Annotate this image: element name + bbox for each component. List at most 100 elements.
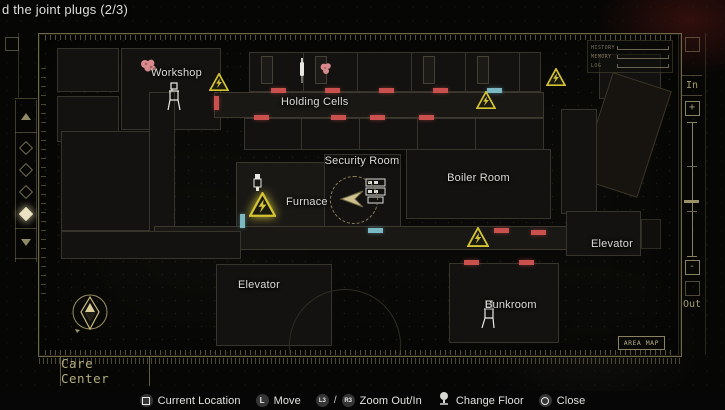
l3-button-icon: L3 bbox=[315, 394, 329, 407]
room-label-boiler-room: Boiler Room bbox=[447, 172, 510, 184]
room-label-security-room: Security Room bbox=[324, 155, 400, 167]
slider-tick bbox=[687, 166, 697, 167]
hazard-warning-icon bbox=[208, 72, 230, 96]
floor-icon bbox=[18, 184, 34, 200]
hint-label: Zoom Out/In bbox=[359, 394, 422, 407]
item-plug-icon bbox=[252, 174, 263, 196]
divider bbox=[682, 95, 702, 96]
divider bbox=[15, 258, 37, 259]
map-wall bbox=[519, 52, 520, 92]
door-marker-red bbox=[531, 230, 546, 235]
zoom-slider-track[interactable] bbox=[692, 122, 693, 256]
zoom-slider-handle[interactable] bbox=[684, 200, 699, 203]
chevron-up-icon bbox=[21, 112, 31, 120]
map-furniture-bed bbox=[477, 56, 489, 84]
floor-diamond-1[interactable] bbox=[16, 140, 36, 156]
chevron-down-icon bbox=[21, 238, 31, 246]
door-marker-red bbox=[494, 228, 509, 233]
map-wall bbox=[475, 118, 476, 150]
zoom-minus-button[interactable]: - bbox=[679, 259, 705, 275]
hint-move[interactable]: L Move bbox=[255, 394, 301, 407]
door-marker-cyan bbox=[240, 214, 245, 228]
hazard-warning-icon bbox=[248, 190, 277, 222]
item-herb-icon bbox=[319, 62, 333, 81]
square-glyph bbox=[142, 396, 151, 405]
hazard-warning-icon bbox=[545, 67, 567, 91]
hud-divider bbox=[18, 33, 19, 97]
door-marker-red bbox=[325, 88, 340, 93]
map-corridor bbox=[561, 109, 597, 214]
legend-label: HISTORY bbox=[591, 44, 615, 51]
floor-up-button[interactable] bbox=[16, 108, 36, 124]
room-label-furnace: Furnace bbox=[286, 196, 328, 208]
character-sprite-icon bbox=[479, 300, 499, 337]
map-wall bbox=[301, 118, 302, 150]
hint-change-floor[interactable]: Change Floor bbox=[437, 391, 524, 410]
floor-diamond-3[interactable] bbox=[16, 184, 36, 200]
hint-current-location[interactable]: Current Location bbox=[139, 394, 241, 407]
map-corridor bbox=[61, 231, 241, 259]
door-marker-red bbox=[379, 88, 394, 93]
zoom-out-label: Out bbox=[679, 297, 705, 311]
hud-corner-marker bbox=[5, 37, 19, 51]
legend-label: LOG bbox=[591, 62, 602, 69]
legend-label: MEMORY bbox=[591, 53, 612, 60]
control-hints-bar: Current Location L Move L3 / R3 Zoom Out… bbox=[0, 391, 725, 410]
touchpad-button-icon bbox=[139, 394, 153, 407]
hint-label: Close bbox=[556, 394, 586, 407]
floor-selector[interactable] bbox=[15, 98, 37, 262]
room-label-bunkroom: Bunkroom bbox=[485, 299, 537, 311]
minus-icon: - bbox=[684, 259, 700, 275]
slider-tick bbox=[687, 211, 697, 212]
map-room-cells-bottom bbox=[244, 118, 544, 150]
map-room-bunkroom bbox=[449, 263, 559, 343]
floor-down-button[interactable] bbox=[16, 234, 36, 250]
current-area-label: Care Center bbox=[61, 356, 110, 386]
separator: / bbox=[333, 395, 337, 406]
door-marker-cyan bbox=[368, 228, 383, 233]
door-marker-red bbox=[433, 88, 448, 93]
floor-diamond-4-current[interactable] bbox=[16, 206, 36, 222]
map-ruler-bottom bbox=[45, 350, 675, 355]
divider bbox=[15, 98, 37, 99]
item-syringe-icon bbox=[298, 58, 306, 89]
floor-diamond-2[interactable] bbox=[16, 162, 36, 178]
legend-row: LOG bbox=[591, 61, 669, 70]
hazard-warning-icon bbox=[475, 90, 497, 114]
room-label-workshop: Workshop bbox=[151, 67, 202, 79]
room-label-holding-cells: Holding Cells bbox=[281, 96, 349, 108]
panel-corner-marker bbox=[685, 281, 700, 296]
map-room bbox=[61, 131, 162, 231]
door-marker-red bbox=[419, 115, 434, 120]
legend-scale-line bbox=[617, 63, 669, 68]
map-structure bbox=[641, 219, 661, 249]
map-room-elevator-right bbox=[566, 211, 641, 256]
hint-label: Current Location bbox=[157, 394, 241, 407]
current-floor-icon bbox=[18, 206, 34, 222]
map-ruler-left bbox=[41, 64, 46, 294]
panel-corner-marker bbox=[685, 37, 700, 52]
map-wall bbox=[359, 118, 360, 150]
legend-scale-line bbox=[617, 45, 669, 50]
map-wall bbox=[411, 52, 412, 92]
hint-close[interactable]: Close bbox=[538, 394, 586, 407]
zoom-plus-button[interactable]: + bbox=[679, 100, 705, 116]
r3-button-icon: R3 bbox=[341, 394, 355, 407]
area-map-button[interactable]: AREA MAP bbox=[617, 336, 665, 350]
character-sprite-icon bbox=[164, 82, 184, 119]
divider bbox=[682, 75, 702, 76]
divider bbox=[15, 228, 37, 229]
zoom-out-text: Out bbox=[682, 298, 702, 310]
door-marker-red bbox=[254, 115, 269, 120]
hint-zoom[interactable]: L3 / R3 Zoom Out/In bbox=[315, 394, 422, 407]
hint-label: Change Floor bbox=[455, 394, 524, 407]
right-stick-icon bbox=[437, 391, 451, 410]
zoom-in-text: In bbox=[685, 79, 699, 91]
circle-button-icon bbox=[538, 394, 552, 407]
item-herb-icon bbox=[139, 58, 157, 79]
legend-row: MEMORY bbox=[591, 52, 669, 61]
hint-label: Move bbox=[273, 394, 301, 407]
